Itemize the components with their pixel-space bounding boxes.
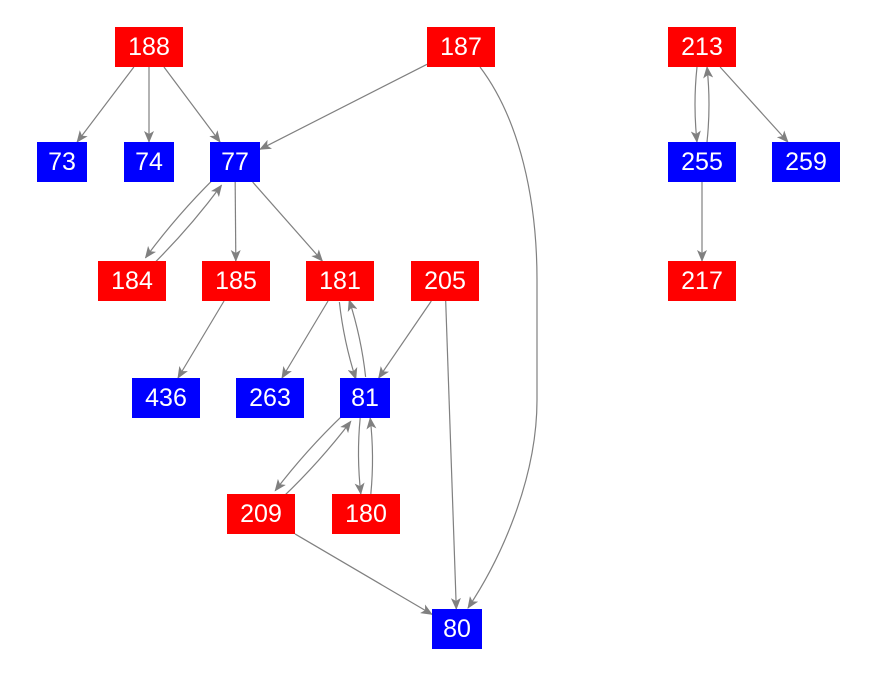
node-259[interactable]: 259	[772, 142, 840, 182]
node-217[interactable]: 217	[668, 261, 736, 301]
node-181[interactable]: 181	[306, 261, 374, 301]
node-185[interactable]: 185	[202, 261, 270, 301]
edge-187-80	[467, 66, 538, 609]
edge-209-80	[294, 533, 433, 615]
edge-77-184	[144, 178, 215, 259]
edge-81-209	[274, 414, 344, 492]
edge-181-263	[281, 300, 329, 379]
edge-77-185	[230, 181, 241, 262]
node-213[interactable]: 213	[668, 27, 736, 67]
edge-187-77	[259, 63, 428, 150]
node-263[interactable]: 263	[236, 378, 304, 418]
edge-213-259	[719, 66, 789, 143]
node-188[interactable]: 188	[115, 27, 183, 67]
edge-213-255	[690, 66, 701, 143]
edge-181-81	[338, 301, 358, 380]
node-81[interactable]: 81	[340, 378, 390, 418]
edge-81-181	[347, 299, 367, 378]
edge-180-81	[366, 416, 377, 495]
edge-185-436	[177, 300, 225, 379]
node-80[interactable]: 80	[432, 609, 482, 649]
edge-184-77	[152, 184, 223, 265]
node-77[interactable]: 77	[210, 142, 260, 182]
edge-188-73	[76, 66, 135, 143]
node-209[interactable]: 209	[227, 494, 295, 534]
edge-77-181	[252, 181, 324, 262]
node-74[interactable]: 74	[124, 142, 174, 182]
node-180[interactable]: 180	[332, 494, 400, 534]
node-187[interactable]: 187	[427, 27, 495, 67]
node-184[interactable]: 184	[98, 261, 166, 301]
node-73[interactable]: 73	[37, 142, 87, 182]
edge-205-81	[378, 300, 432, 379]
edge-188-77	[163, 66, 221, 143]
edge-81-180	[354, 417, 365, 496]
edge-205-80	[445, 300, 461, 610]
node-255[interactable]: 255	[668, 142, 736, 182]
node-436[interactable]: 436	[132, 378, 200, 418]
edge-209-81	[282, 420, 352, 498]
node-205[interactable]: 205	[411, 261, 479, 301]
edge-255-213	[703, 66, 714, 143]
